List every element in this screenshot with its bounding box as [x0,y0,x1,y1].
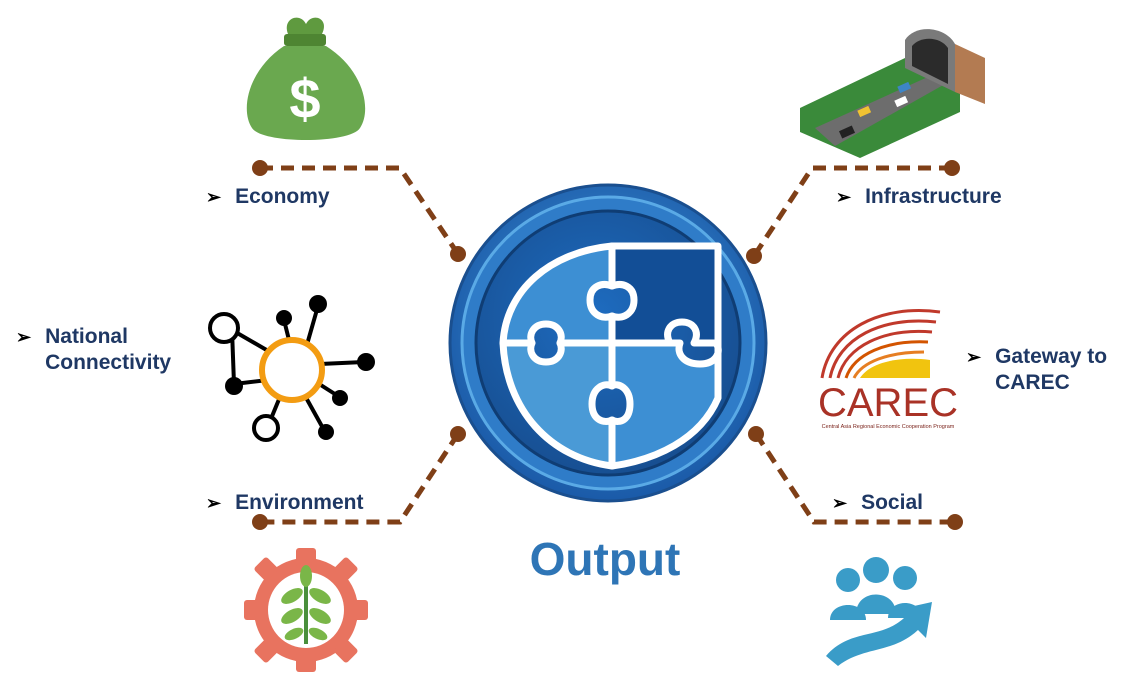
carec-wordmark: CAREC [818,381,958,425]
arrow-bullet-icon: ➢ [206,187,222,207]
connector-economy [260,165,461,256]
label-gateway: ➢Gateway to CAREC [966,345,1108,394]
arrow-bullet-icon: ➢ [966,347,982,367]
label-social: ➢Social [832,491,923,514]
carec-logo: CAREC Central Asia Regional Economic Coo… [818,309,958,430]
label-national-connectivity: ➢National Connectivity [16,325,172,374]
network-nodes-icon [208,295,375,442]
connectors [260,165,955,525]
output-title: Output [529,533,681,585]
arrow-bullet-icon: ➢ [206,493,222,513]
carec-tagline: Central Asia Regional Economic Cooperati… [822,424,955,430]
money-bag-icon: $ [246,17,366,140]
connector-social [753,432,955,525]
connector-dots [252,160,963,530]
puzzle-badge-icon [448,183,768,503]
connector-environment [260,432,461,525]
road-tunnel-icon [800,29,985,158]
label-infrastructure: ➢Infrastructure [836,185,1002,208]
plant-gear-icon [244,548,368,672]
arrow-bullet-icon: ➢ [16,327,32,347]
arrow-bullet-icon: ➢ [836,187,852,207]
label-economy: ➢Economy [206,185,330,208]
connector-infrastructure [751,165,952,258]
arrow-bullet-icon: ➢ [832,493,848,513]
people-growth-icon [826,557,932,666]
svg-text:$: $ [289,67,320,130]
label-environment: ➢Environment [206,491,364,514]
